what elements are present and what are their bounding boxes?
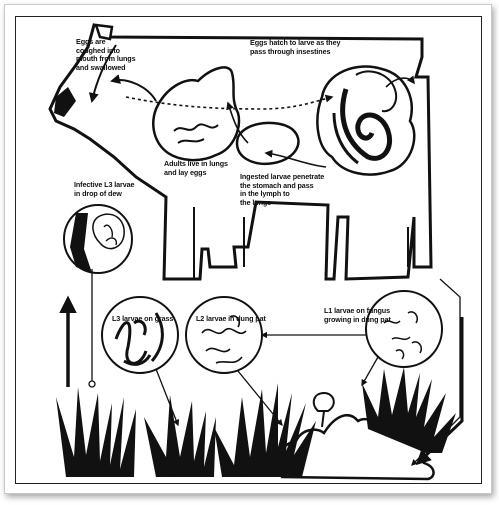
label-l1-fungus: L1 larvae on fungus growing in dung pat <box>324 306 391 324</box>
grass-clump-right <box>214 383 316 477</box>
infective-l3-dew-drop <box>63 204 133 274</box>
lungs-organ <box>152 66 241 162</box>
l3-grass-circle <box>101 296 179 374</box>
label-eggs-coughed: Eggs are coughed into mouth from lungs a… <box>76 37 136 72</box>
arrow-l3-to-grass <box>155 368 180 427</box>
lungworm-lifecycle-diagram <box>48 23 464 481</box>
label-adults-lungs: Adults live in lungs and lay eggs <box>164 159 228 177</box>
diagram-panel: Eggs are coughed into mouth from lungs a… <box>15 16 482 484</box>
label-l2-dung: L2 larvae in dung pat <box>196 314 266 323</box>
stomach-organ <box>235 121 300 166</box>
label-infective-l3: Infective L3 larvae in drop of dew <box>74 180 135 198</box>
grass-clump-far-right <box>362 367 456 453</box>
arrow-big-to-dung <box>415 317 464 466</box>
label-ingested-larvae: Ingested larvae penetrate the stomach an… <box>240 172 325 207</box>
muzzle <box>54 87 76 117</box>
grass-clump-left <box>56 387 136 477</box>
arrow-cow-to-dung <box>411 278 461 466</box>
ear-shape <box>94 23 114 41</box>
arrow-l2-to-grass <box>237 370 283 427</box>
figure-frame: Eggs are coughed into mouth from lungs a… <box>4 4 492 494</box>
l2-dung-circle <box>185 296 263 374</box>
label-eggs-hatch: Eggs hatch to larve as they pass through… <box>250 38 341 56</box>
l1-fungus-circle <box>365 290 443 368</box>
grass-clump-middle <box>144 395 216 477</box>
label-l3-grass: L3 larvae on grass <box>112 314 174 323</box>
arrow-pat-to-l1 <box>361 356 379 387</box>
